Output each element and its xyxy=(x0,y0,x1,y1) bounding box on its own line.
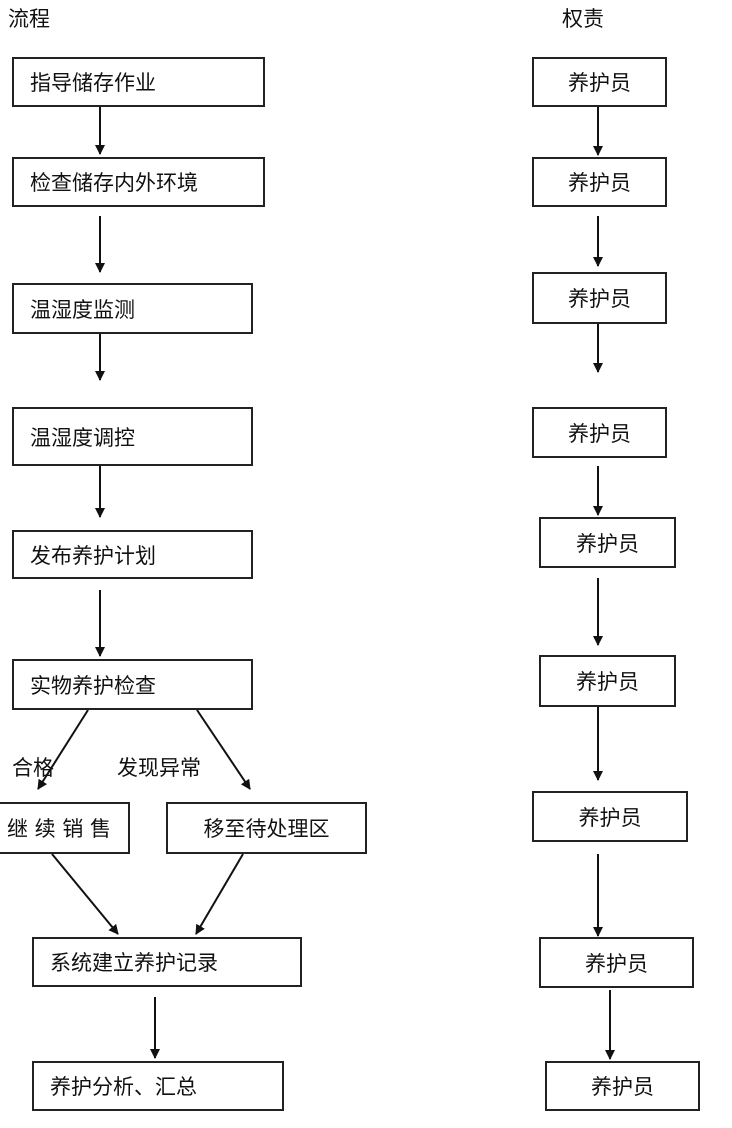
responsibility-box-5: 养护员 xyxy=(539,517,676,568)
process-column-heading: 流程 xyxy=(8,7,50,31)
step-physical-check-label: 实物养护检查 xyxy=(30,673,156,698)
step-create-record-label: 系统建立养护记录 xyxy=(50,951,218,975)
arrow-pending-to-record xyxy=(195,853,244,935)
responsibility-label-1: 养护员 xyxy=(568,71,631,95)
responsibility-box-7: 养护员 xyxy=(532,791,688,842)
branch-label-abnormal: 发现异常 xyxy=(117,756,201,780)
responsibility-label-9: 养护员 xyxy=(591,1075,654,1099)
responsibility-box-9: 养护员 xyxy=(545,1061,700,1111)
arrow-continue-to-record xyxy=(51,853,119,935)
responsibility-label-7: 养护员 xyxy=(578,805,642,830)
step-temperature-humidity-regulation: 温湿度调控 xyxy=(12,407,253,466)
responsibility-label-8: 养护员 xyxy=(585,951,648,976)
outcome-continue-sales: 继 续 销 售 xyxy=(0,802,130,854)
responsibility-label-3: 养护员 xyxy=(568,287,631,311)
responsibility-box-1: 养护员 xyxy=(532,57,667,107)
outcome-move-to-pending-label: 移至待处理区 xyxy=(203,817,330,841)
step-analysis-summary-label: 养护分析、汇总 xyxy=(50,1075,197,1099)
responsibility-label-5: 养护员 xyxy=(576,531,639,556)
responsibility-label-2: 养护员 xyxy=(568,171,631,195)
responsibility-box-2: 养护员 xyxy=(532,157,667,207)
step-guide-storage: 指导储存作业 xyxy=(12,57,265,107)
responsibility-box-4: 养护员 xyxy=(532,407,667,458)
step-guide-storage-label: 指导储存作业 xyxy=(30,71,156,95)
step-inspect-environment: 检查储存内外环境 xyxy=(12,157,265,207)
responsibility-box-3: 养护员 xyxy=(532,272,667,324)
step-publish-plan-label: 发布养护计划 xyxy=(30,543,156,568)
arrow-check-to-pending xyxy=(196,709,251,790)
outcome-continue-sales-label: 继 续 销 售 xyxy=(6,817,112,841)
step-temperature-humidity-regulation-label: 温湿度调控 xyxy=(30,425,135,450)
step-publish-plan: 发布养护计划 xyxy=(12,530,253,579)
step-inspect-environment-label: 检查储存内外环境 xyxy=(30,171,198,195)
step-create-record: 系统建立养护记录 xyxy=(32,937,302,987)
responsibility-label-4: 养护员 xyxy=(568,421,631,446)
step-temperature-humidity-monitoring-label: 温湿度监测 xyxy=(30,297,135,322)
outcome-move-to-pending: 移至待处理区 xyxy=(166,802,367,854)
responsibility-label-6: 养护员 xyxy=(576,670,639,694)
responsibility-box-6: 养护员 xyxy=(539,655,676,707)
responsibility-column-heading: 权责 xyxy=(562,7,604,31)
step-physical-check: 实物养护检查 xyxy=(12,659,253,710)
branch-label-qualified: 合格 xyxy=(12,756,54,780)
step-analysis-summary: 养护分析、汇总 xyxy=(32,1061,284,1111)
arrow-check-to-continue xyxy=(37,709,89,790)
step-temperature-humidity-monitoring: 温湿度监测 xyxy=(12,283,253,334)
responsibility-box-8: 养护员 xyxy=(539,937,694,988)
